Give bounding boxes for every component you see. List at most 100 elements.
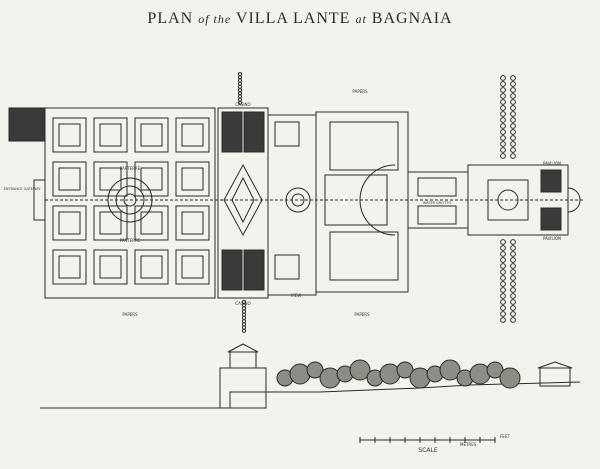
label-parterre-top: PARTERRE — [120, 166, 141, 171]
avenue-tree — [500, 111, 506, 117]
avenue-tree — [510, 287, 516, 293]
title-of-the: of the — [198, 12, 232, 26]
upper-bed-top — [329, 121, 399, 171]
pavilion-bottom-block — [540, 207, 562, 231]
parterre-bed-inner — [99, 255, 122, 279]
corner-block — [8, 107, 46, 142]
avenue-tree — [500, 117, 506, 123]
avenue-tree — [500, 299, 506, 305]
parterre-bed-inner — [181, 255, 204, 279]
avenue-tree — [510, 141, 516, 147]
entrance-gateway — [33, 179, 46, 221]
parterre-bed — [175, 205, 210, 241]
avenue-tree — [510, 293, 516, 299]
avenue-tree — [510, 135, 516, 141]
parterre-bed-inner — [140, 167, 163, 191]
label-view: VIEW — [291, 293, 301, 298]
parterre-bed — [175, 117, 210, 153]
label-entrance-gateway: ENTRANCE GATEWAY — [4, 187, 42, 191]
label-scale: SCALE — [418, 447, 437, 454]
section-trees — [276, 359, 521, 389]
section-tree — [306, 361, 324, 379]
avenue-tree — [241, 328, 247, 333]
parterre-bed-inner — [181, 167, 204, 191]
avenue-tree — [510, 251, 516, 257]
parterre-bed-inner — [99, 123, 122, 147]
avenue-tree — [500, 245, 506, 251]
section-tree — [396, 361, 414, 379]
avenue-tree — [500, 87, 506, 93]
avenue-tree — [500, 153, 506, 159]
parterre-bed — [134, 205, 169, 241]
parterre-bed-inner — [58, 211, 81, 235]
section-tree — [409, 367, 431, 389]
parterre-bed — [175, 161, 210, 197]
avenue-tree — [510, 263, 516, 269]
parterre-bed-inner — [181, 123, 204, 147]
casino-elevation-roof — [227, 343, 259, 353]
diamond-parterre-inner — [231, 176, 255, 224]
avenue-tree — [500, 141, 506, 147]
parterre-bed-inner — [140, 123, 163, 147]
avenue-tree — [500, 305, 506, 311]
parterre-bed — [52, 249, 87, 285]
avenue-tree — [510, 299, 516, 305]
casino-elevation-upper — [229, 351, 257, 369]
avenue-tree — [510, 275, 516, 281]
section-tree — [439, 359, 461, 381]
avenue-tree — [500, 99, 506, 105]
avenue-trees — [237, 71, 516, 333]
diamond-parterre — [223, 163, 263, 237]
section-tree — [319, 367, 341, 389]
parterre-bed — [175, 249, 210, 285]
label-papers-top: PAPERS — [352, 89, 368, 94]
title-at: at — [355, 12, 367, 26]
avenue-tree — [500, 257, 506, 263]
avenue-tree — [510, 257, 516, 263]
avenue-tree — [500, 93, 506, 99]
avenue-tree — [500, 239, 506, 245]
label-water-grotto: WATER GROTTO — [423, 201, 451, 205]
parterre-bed — [134, 117, 169, 153]
avenue-tree — [510, 81, 516, 87]
label-casino-top: CASINO — [235, 102, 250, 107]
parterre-bed — [134, 249, 169, 285]
avenue-tree — [237, 100, 243, 105]
title-bagnaia: BAGNAIA — [371, 10, 453, 27]
casino-dark-top-left — [221, 111, 243, 153]
avenue-tree — [510, 245, 516, 251]
avenue-tree — [500, 287, 506, 293]
label-papers-bottom-mid: PAPERS — [354, 312, 370, 317]
scale-ticks — [359, 437, 496, 443]
avenue-tree — [500, 263, 506, 269]
avenue-tree — [500, 147, 506, 153]
avenue-tree — [510, 93, 516, 99]
avenue-tree — [510, 105, 516, 111]
avenue-tree — [510, 75, 516, 81]
avenue-tree — [510, 239, 516, 245]
parterre-bed — [93, 205, 128, 241]
title-villa-lante: VILLA LANTE — [235, 10, 351, 27]
top-apse — [567, 187, 581, 213]
avenue-tree — [510, 311, 516, 317]
parterre-grid — [52, 117, 210, 285]
avenue-tree — [500, 269, 506, 275]
terrace-square-bottom — [274, 254, 300, 280]
avenue-tree — [500, 105, 506, 111]
avenue-tree — [510, 147, 516, 153]
parterre-outline — [44, 107, 216, 299]
avenue-tree — [500, 281, 506, 287]
label-scale-metres: METRES — [460, 442, 477, 447]
pavilion-top-block — [540, 169, 562, 193]
casino-elevation — [219, 367, 267, 409]
avenue-tree — [510, 281, 516, 287]
upper-bed-bottom — [329, 231, 399, 281]
parterre-bed — [52, 205, 87, 241]
casino-dark-bottom-right — [243, 249, 265, 291]
section-tree — [289, 363, 311, 385]
avenue-tree — [500, 75, 506, 81]
avenue-tree — [510, 305, 516, 311]
avenue-tree — [500, 81, 506, 87]
parterre-bed-inner — [99, 167, 122, 191]
parterre-bed-inner — [58, 123, 81, 147]
